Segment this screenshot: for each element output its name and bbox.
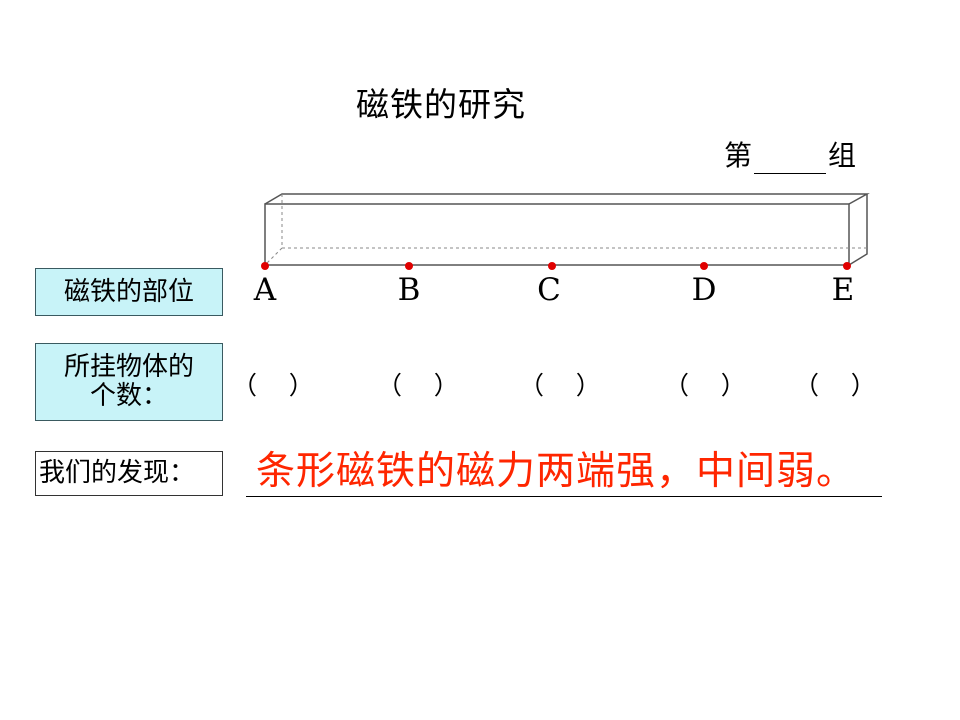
magnet-front-face: [264, 203, 850, 266]
magnet-top-face: [264, 193, 870, 205]
finding-answer-line[interactable]: [246, 496, 882, 497]
group-suffix: 组: [828, 139, 857, 172]
finding-text: 条形磁铁的磁力两端强，中间弱。: [256, 449, 857, 494]
count-blank-d[interactable]: （ ）: [664, 371, 746, 400]
point-label-e: E: [831, 272, 855, 308]
row-label-magnet-position: 磁铁的部位: [35, 268, 223, 316]
group-number-blank[interactable]: [754, 147, 827, 174]
point-e-dot: [843, 262, 851, 270]
count-blank-a[interactable]: （ ）: [232, 371, 314, 400]
row-label-object-count: 所挂物体的 个数：: [35, 343, 223, 421]
point-label-c: C: [537, 272, 561, 308]
magnet-hidden-edge: [264, 247, 283, 266]
point-label-a: A: [253, 272, 277, 308]
point-a-dot: [261, 262, 269, 270]
point-label-b: B: [397, 272, 421, 308]
count-blank-e[interactable]: （ ）: [794, 371, 876, 400]
point-b-dot: [405, 262, 413, 270]
group-prefix: 第: [724, 139, 753, 172]
point-c-dot: [548, 262, 556, 270]
count-blank-b[interactable]: （ ）: [377, 371, 459, 400]
group-number-field: 第 组: [724, 134, 856, 174]
page-title: 磁铁的研究: [356, 85, 526, 124]
count-blank-c[interactable]: （ ）: [519, 371, 601, 400]
point-label-d: D: [691, 272, 717, 308]
magnet-right-face: [848, 194, 868, 266]
point-d-dot: [700, 262, 708, 270]
row-label-finding: 我们的发现：: [35, 451, 223, 496]
